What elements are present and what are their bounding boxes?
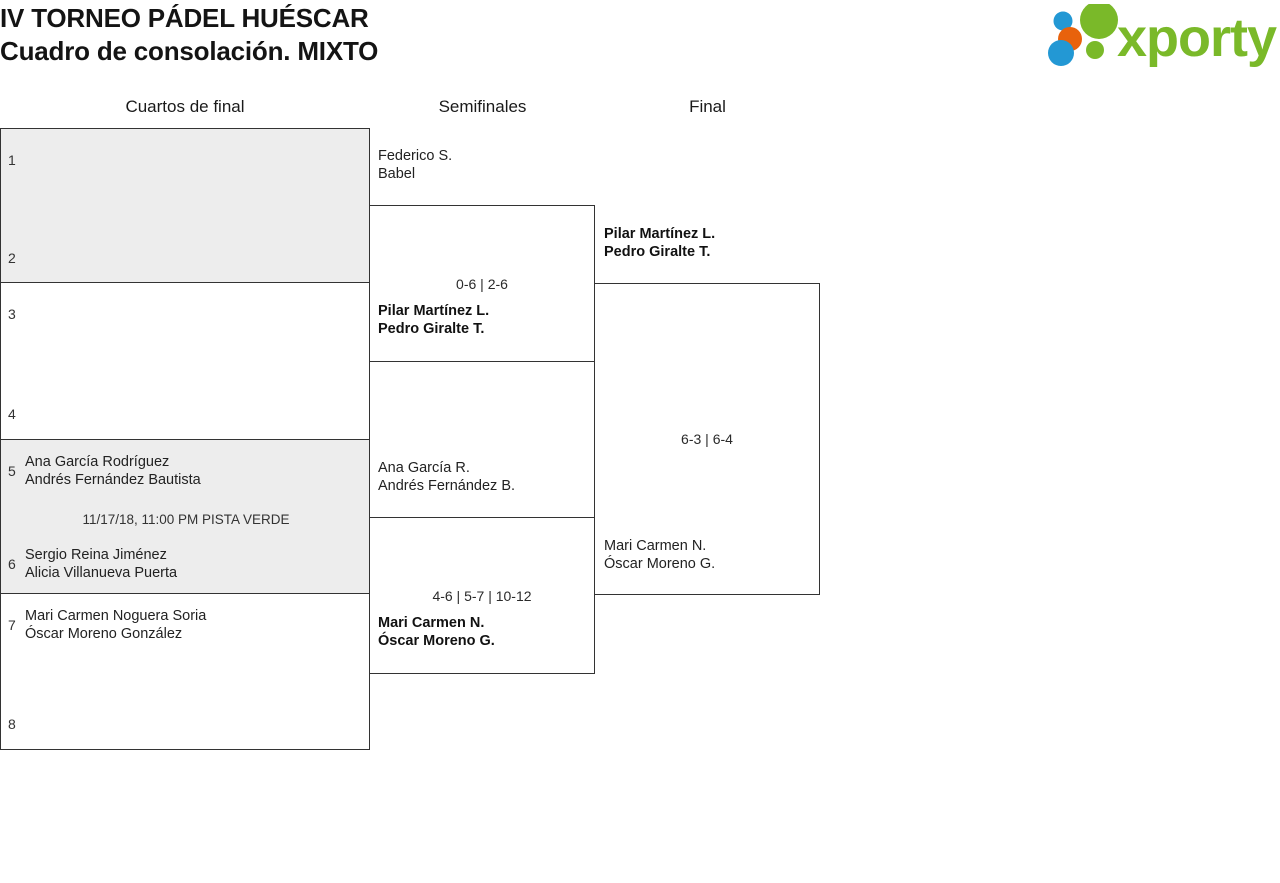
xporty-logo[interactable]: xporty xyxy=(1045,4,1277,70)
quarters-match-block[interactable]: 7 Mari Carmen Noguera Soria Óscar Moreno… xyxy=(0,593,370,750)
quarters-match-block[interactable]: 1 2 xyxy=(0,128,370,283)
page-title: IV TORNEO PÁDEL HUÉSCAR Cuadro de consol… xyxy=(0,2,900,68)
round-header-final: Final xyxy=(689,97,726,116)
slot-players: Ana García Rodríguez Andrés Fernández Ba… xyxy=(25,454,201,488)
bracket-slot[interactable]: 8 xyxy=(1,704,371,744)
round-header-quarters: Cuartos de final xyxy=(125,97,245,116)
final-top-team[interactable]: Pilar Martínez L. Pedro Giralte T. xyxy=(604,226,716,260)
slot-seed: 1 xyxy=(8,152,16,168)
round-header-semifinals: Semifinales xyxy=(438,97,527,116)
slot-seed: 6 xyxy=(8,556,16,572)
match-score: 4-6 | 5-7 | 10-12 xyxy=(432,587,532,604)
match-schedule: 11/17/18, 11:00 PM PISTA VERDE xyxy=(82,512,290,527)
slot-players: Sergio Reina Jiménez Alicia Villanueva P… xyxy=(25,547,178,581)
bracket-slot[interactable]: 1 xyxy=(1,140,371,180)
bracket-slot[interactable]: 3 xyxy=(1,294,371,334)
slot-players: Mari Carmen Noguera Soria Óscar Moreno G… xyxy=(25,608,207,642)
semifinal-1-top-team[interactable]: Federico S. Babel xyxy=(378,148,453,182)
match-score: 0-6 | 2-6 xyxy=(456,275,508,292)
semifinal-1-bottom-team[interactable]: Pilar Martínez L. Pedro Giralte T. xyxy=(378,303,490,337)
bracket-slot[interactable]: 5 Ana García Rodríguez Andrés Fernández … xyxy=(1,451,371,491)
final-score-box[interactable]: 6-3 | 6-4 xyxy=(594,283,820,595)
bracket-slot[interactable]: 7 Mari Carmen Noguera Soria Óscar Moreno… xyxy=(1,605,371,645)
quarters-match-block[interactable]: 3 4 xyxy=(0,282,370,440)
semifinal-1-score-box[interactable]: 0-6 | 2-6 xyxy=(369,205,595,362)
semifinal-2-top-team[interactable]: Ana García R. Andrés Fernández B. xyxy=(378,460,516,494)
bracket-slot[interactable]: 6 Sergio Reina Jiménez Alicia Villanueva… xyxy=(1,544,371,584)
bracket-slot[interactable]: 2 xyxy=(1,238,371,278)
semifinal-2-score-box[interactable]: 4-6 | 5-7 | 10-12 xyxy=(369,517,595,674)
quarters-match-block[interactable]: 5 Ana García Rodríguez Andrés Fernández … xyxy=(0,439,370,594)
tournament-name: IV TORNEO PÁDEL HUÉSCAR xyxy=(0,3,369,33)
semifinal-2-bottom-team[interactable]: Mari Carmen N. Óscar Moreno G. xyxy=(378,615,495,649)
slot-seed: 4 xyxy=(8,406,16,422)
slot-seed: 3 xyxy=(8,306,16,322)
bracket-slot[interactable]: 4 xyxy=(1,394,371,434)
slot-seed: 2 xyxy=(8,250,16,266)
tournament-subtitle: Cuadro de consolación. MIXTO xyxy=(0,36,379,66)
svg-text:xporty: xporty xyxy=(1117,8,1277,68)
match-score: 6-3 | 6-4 xyxy=(681,431,733,447)
final-bottom-team[interactable]: Mari Carmen N. Óscar Moreno G. xyxy=(604,538,716,572)
slot-seed: 8 xyxy=(8,716,16,732)
bracket-grid: 1 2 3 xyxy=(0,128,1280,768)
slot-seed: 7 xyxy=(8,617,16,633)
slot-seed: 5 xyxy=(8,463,16,479)
